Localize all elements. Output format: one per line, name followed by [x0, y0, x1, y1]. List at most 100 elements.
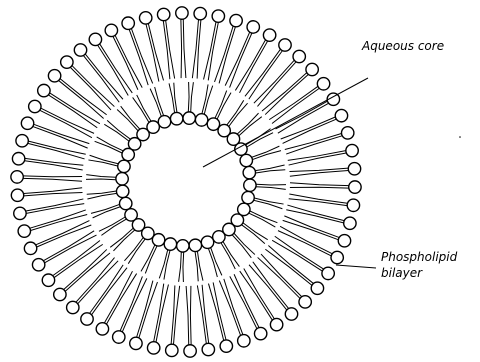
lipid-head [11, 189, 23, 201]
lipid-head [120, 197, 132, 209]
lipid-head [14, 207, 26, 219]
outer-phospholipid [285, 127, 354, 154]
outer-phospholipid [16, 135, 86, 159]
lipid-head [24, 242, 36, 254]
lipid-head [317, 78, 329, 90]
lipid-tail [284, 216, 339, 238]
lipid-head [61, 56, 73, 68]
lipid-tail [250, 211, 277, 223]
lipid-head [344, 217, 356, 229]
outer-phospholipid [240, 269, 283, 331]
aqueous-core-label: Aqueous core [362, 38, 444, 54]
lipid-tail [76, 258, 115, 302]
outer-phospholipid [219, 279, 250, 347]
lipid-tail [286, 210, 343, 223]
lipid-tail [253, 262, 289, 309]
lipid-tail [121, 106, 140, 129]
outer-phospholipid [272, 236, 334, 279]
lipid-head [189, 239, 201, 251]
lipid-head [147, 342, 159, 354]
lipid-head [116, 173, 128, 185]
lipid-tail [229, 103, 248, 126]
lipid-head [105, 24, 117, 36]
lipid-head [335, 109, 347, 121]
lipid-tail [23, 176, 82, 177]
outer-phospholipid [166, 285, 180, 356]
outer-phospholipid [286, 205, 356, 229]
lipid-tail [95, 141, 122, 153]
inner-phospholipid [244, 179, 286, 191]
outer-phospholipid [21, 117, 89, 148]
lipid-tail [275, 236, 324, 269]
lipid-head [306, 63, 318, 75]
lipid-head [38, 84, 50, 96]
lipid-head [213, 231, 225, 243]
lipid-tail [113, 230, 134, 251]
outer-phospholipid [67, 258, 119, 314]
lipid-tail [60, 79, 106, 115]
lipid-tail [215, 26, 234, 82]
outer-phospholipid [38, 84, 100, 127]
outer-phospholipid [122, 17, 153, 85]
lipid-head [11, 171, 23, 183]
lipid-tail [265, 249, 311, 285]
lipid-tail [110, 228, 133, 247]
lipid-tail [86, 179, 116, 180]
lipid-head [183, 112, 195, 124]
lipid-head [263, 29, 275, 41]
outer-phospholipid [89, 33, 132, 95]
bilayer-label-line-2: bilayer [381, 265, 457, 281]
lipid-head [349, 181, 361, 193]
lipid-tail [247, 133, 273, 147]
lipid-tail [278, 103, 329, 133]
lipid-head [48, 70, 60, 82]
lipid-tail [234, 233, 255, 254]
outer-phospholipid [130, 281, 158, 350]
inner-phospholipid [189, 239, 203, 281]
lipid-head [346, 144, 358, 156]
lipid-tail [235, 40, 265, 91]
lipid-tail [183, 252, 184, 282]
outer-phospholipid [289, 163, 360, 177]
outer-phospholipid [147, 284, 168, 354]
lipid-head [96, 323, 108, 335]
lipid-tail [257, 62, 296, 106]
outer-phospholipid [18, 210, 87, 237]
lipid-head [285, 308, 297, 320]
lipid-tail [243, 223, 268, 240]
outer-phospholipid [11, 171, 82, 183]
lipid-tail [202, 84, 208, 113]
inner-phospholipid [183, 82, 195, 124]
lipid-head [254, 327, 266, 339]
lipid-head [122, 17, 134, 29]
outer-phospholipid [208, 282, 232, 352]
lipid-tail [43, 231, 94, 261]
lipid-head [311, 282, 323, 294]
phospholipid-bilayer-label: Phospholipid bilayer [381, 249, 457, 281]
lipid-tail [188, 82, 189, 112]
lipid-head [195, 114, 207, 126]
lipid-head [240, 154, 252, 166]
lipid-tail [107, 120, 130, 139]
lipid-tail [28, 143, 85, 159]
lipid-tail [148, 24, 163, 81]
lipid-head [243, 166, 255, 178]
lipid-head [194, 7, 206, 19]
lipid-head [202, 343, 214, 355]
lipid-head [238, 335, 250, 347]
outer-phospholipid [54, 249, 110, 300]
lipid-head [74, 44, 86, 56]
lipid-tail [83, 56, 119, 103]
lipid-head [54, 288, 66, 300]
lipid-tail [230, 33, 252, 87]
lipid-head [347, 199, 359, 211]
lipid-tail [164, 250, 170, 279]
lipid-tail [28, 141, 85, 154]
lipid-tail [256, 187, 286, 190]
lipid-tail [290, 183, 349, 186]
lipid-tail [145, 246, 157, 273]
lipid-head [81, 313, 93, 325]
lipid-head [212, 10, 224, 22]
